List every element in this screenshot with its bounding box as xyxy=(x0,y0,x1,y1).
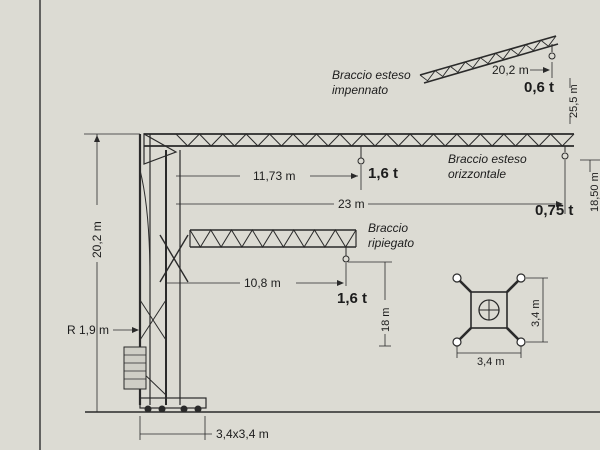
horizontal-full-radius-label: 23 m xyxy=(338,197,365,211)
inclined-jib-label-line1: Braccio esteso xyxy=(332,68,411,82)
base-size-label: 3,4x3,4 m xyxy=(216,427,269,441)
horizontal-tip-load-label: 0,75 t xyxy=(535,202,573,219)
folded-jib-truss xyxy=(189,229,357,248)
dimension-r-1-9 xyxy=(113,327,139,333)
horizontal-jib-label-line1: Braccio esteso xyxy=(448,152,527,166)
dimension-right-edge xyxy=(580,159,600,172)
dimension-inclined-20-2 xyxy=(530,67,550,73)
inclined-height-label: 25,5 m xyxy=(568,84,580,118)
folded-load-label: 1,6 t xyxy=(337,290,367,307)
horizontal-jib-label-line2: orizzontale xyxy=(448,167,506,181)
horizontal-jib-truss xyxy=(143,132,575,165)
tail-radius-label: R 1,9 m xyxy=(67,323,109,337)
dimension-23 xyxy=(176,160,566,214)
inclined-radius-label: 20,2 m xyxy=(492,63,529,77)
base-plan-view xyxy=(452,273,548,358)
right-edge-height-label: 18,50 m xyxy=(589,172,600,212)
dimension-20-2-vertical xyxy=(84,133,140,412)
dimension-inclined-25-5 xyxy=(551,62,571,124)
hook-inclined xyxy=(548,44,556,60)
hook-folded xyxy=(342,247,350,263)
inclined-load-label: 0,6 t xyxy=(524,79,554,96)
hook-mid-horizontal xyxy=(357,146,365,165)
folded-height-label: 18 m xyxy=(380,308,392,332)
folded-jib-label-line1: Braccio xyxy=(368,221,408,235)
counterweight xyxy=(123,346,147,390)
inclined-jib-truss xyxy=(419,35,559,84)
inclined-jib-label-line2: impennato xyxy=(332,83,388,97)
hook-tip-horizontal xyxy=(561,146,569,160)
dimension-base-size xyxy=(139,416,212,440)
crane-base xyxy=(139,397,207,413)
dimension-11-73 xyxy=(176,165,362,190)
base-plan-depth-label: 3,4 m xyxy=(530,299,542,327)
dimension-10-8 xyxy=(166,263,347,286)
dimension-18-vertical xyxy=(348,261,392,347)
tower-height-label: 20,2 m xyxy=(90,221,104,258)
horizontal-mid-radius-label: 11,73 m xyxy=(253,169,295,183)
base-plan-width-label: 3,4 m xyxy=(477,356,505,368)
folded-radius-label: 10,8 m xyxy=(244,276,281,290)
folded-jib-label-line2: ripiegato xyxy=(368,236,414,250)
horizontal-mid-load-label: 1,6 t xyxy=(368,165,398,182)
